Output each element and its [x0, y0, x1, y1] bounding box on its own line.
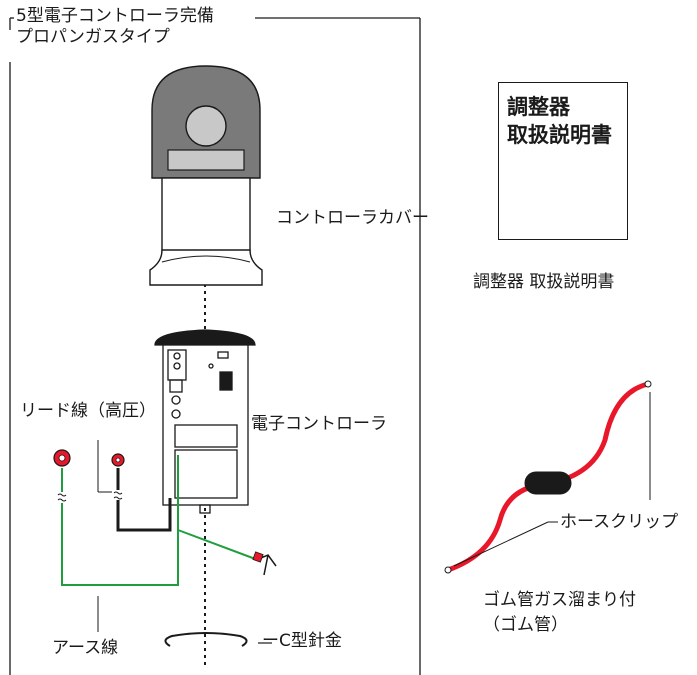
- controller-cover-label: コントローラカバー: [276, 208, 429, 228]
- electronic-controller-drawing: [154, 329, 256, 514]
- regulator-manual-book: 調整器 取扱説明書: [498, 82, 628, 240]
- lead-wire-drawing: [97, 440, 172, 532]
- manual-book-line-1: 調整器: [507, 95, 570, 119]
- c-wire-drawing: [164, 632, 248, 647]
- title-line-2: プロパンガスタイプ: [16, 27, 170, 47]
- earth-wire-label: アース線: [52, 638, 119, 658]
- title-line-1: 5型電子コントローラ完備: [16, 6, 214, 26]
- controller-cover-drawing: [149, 65, 263, 286]
- rubber-hose-label-line-1: ゴム管ガス溜まり付: [483, 590, 636, 610]
- manual-book-line-2: 取扱説明書: [507, 123, 612, 147]
- rubber-hose-drawing: [444, 380, 652, 574]
- hose-clip-label: ホースクリップ: [560, 512, 679, 532]
- regulator-manual-label: 調整器 取扱説明書: [473, 272, 615, 292]
- earth-wire-drawing: [53, 449, 277, 632]
- electronic-controller-label: 電子コントローラ: [251, 414, 387, 434]
- c-wire-label: ーC型針金: [262, 631, 342, 651]
- diagram-title: 5型電子コントローラ完備 プロパンガスタイプ: [16, 6, 214, 48]
- lead-wire-label: リード線（高圧）: [20, 401, 156, 421]
- frame-bracket: [9, 17, 421, 675]
- rubber-hose-label-line-2: （ゴム管）: [483, 615, 568, 635]
